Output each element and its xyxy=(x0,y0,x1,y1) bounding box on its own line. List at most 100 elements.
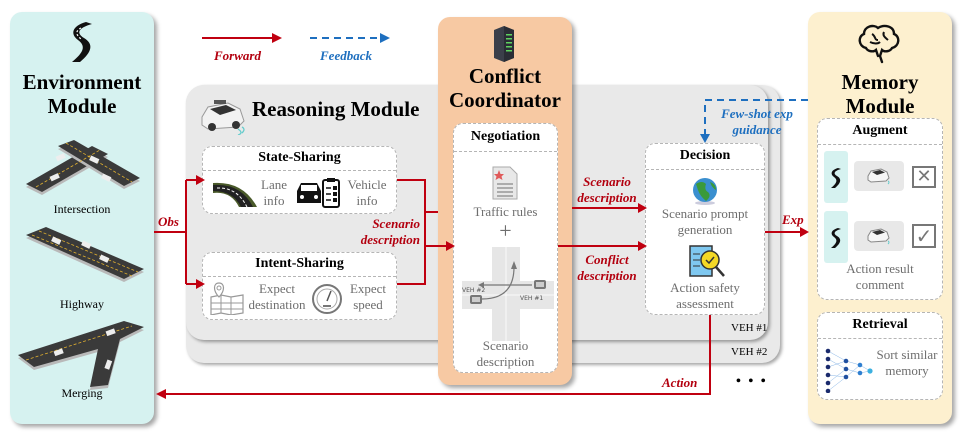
lane-road-icon xyxy=(213,182,257,208)
retrieval-card: Retrieval Sort similar memory xyxy=(817,312,943,400)
forward-legend-label: Forward xyxy=(214,48,261,63)
scenario-label-merging: Merging xyxy=(61,386,103,400)
title-line: Module xyxy=(47,94,117,119)
label-line: speed xyxy=(353,296,383,312)
label-line: Expect xyxy=(258,281,296,296)
title-line: Module xyxy=(845,94,915,119)
label-line: assessment xyxy=(676,295,734,311)
few-shot-guidance-label: Few-shot exp guidance xyxy=(712,106,802,137)
sort-similar-memory-label: Sort similar memory xyxy=(872,347,942,378)
autonomous-car-icon xyxy=(867,228,890,245)
obs-label: Obs xyxy=(158,214,179,229)
success-check-icon: ✓ xyxy=(912,224,936,248)
arrowhead xyxy=(156,389,166,399)
scenario-label-highway: Highway xyxy=(60,297,104,311)
label-line: description xyxy=(360,231,420,247)
memory-module-title: Memory Module xyxy=(808,70,952,118)
plus-sign: + xyxy=(499,218,512,243)
label-line: description xyxy=(476,353,535,369)
expect-speed-label: Expect speed xyxy=(343,281,393,312)
label-line: description xyxy=(577,189,637,205)
feedback-legend-label: Feedback xyxy=(320,48,372,63)
label-line: destination xyxy=(248,296,306,312)
server-icon xyxy=(494,26,514,62)
action-label: Action xyxy=(662,375,698,390)
action-result-comment-label: Action result comment xyxy=(818,261,942,292)
memory-module: Memory Module Augment ✕ xyxy=(808,12,952,424)
document-magnifier-icon xyxy=(689,245,725,277)
intent-sharing-card: Intent-Sharing Expect destination Expect… xyxy=(202,252,397,320)
decision-card: Decision Scenario prompt generation Acti… xyxy=(645,143,765,315)
exp-label: Exp xyxy=(782,212,804,227)
label-line: Scenario xyxy=(583,174,631,189)
fail-mark-icon: ✕ xyxy=(912,166,936,188)
merging-road-icon xyxy=(18,321,144,390)
brain-icon xyxy=(858,24,900,64)
label-line: Conflict xyxy=(585,252,629,267)
lane-info-label: Lane info xyxy=(259,177,289,208)
label-line: Scenario xyxy=(482,338,529,353)
conflict-coordinator-title: Conflict Coordinator xyxy=(438,64,572,112)
more-vehicles-ellipsis: • • • xyxy=(736,374,768,389)
winding-road-icon xyxy=(831,168,841,188)
title-line: Memory xyxy=(841,70,919,94)
label-line: Sort similar xyxy=(876,347,938,362)
action-safety-assessment-label: Action safety assessment xyxy=(646,280,764,311)
winding-road-icon xyxy=(72,22,92,62)
label-line: info xyxy=(263,192,285,208)
veh2-tag: VEH #2 xyxy=(731,346,768,358)
label-line: Scenario xyxy=(372,216,420,231)
decision-title: Decision xyxy=(646,144,764,170)
negotiation-title: Negotiation xyxy=(454,124,557,152)
augment-car-tile xyxy=(854,161,904,191)
label-line: comment xyxy=(855,276,905,292)
neural-network-icon xyxy=(825,348,873,393)
reasoning-module-title: Reasoning Module xyxy=(252,97,420,121)
augment-env-tile xyxy=(824,151,848,203)
negotiation-scenario-description-label: Scenario description xyxy=(454,338,557,369)
intent-sharing-title: Intent-Sharing xyxy=(203,253,396,277)
highway-road-icon xyxy=(26,227,144,282)
vehicle-info-label: Vehicle info xyxy=(341,177,393,208)
expect-destination-label: Expect destination xyxy=(243,281,311,312)
map-pin-icon xyxy=(210,282,244,315)
veh2-diagram-label: VEH #2 xyxy=(462,287,485,294)
label-line: Action result xyxy=(846,261,914,276)
autonomous-car-icon xyxy=(201,100,245,135)
label-line: Action safety xyxy=(670,280,740,295)
intersection-road-icon xyxy=(26,140,140,195)
label-line: Lane xyxy=(261,177,287,192)
veh1-diagram-label: VEH #1 xyxy=(520,295,543,302)
veh1-tag: VEH #1 xyxy=(731,322,768,334)
forward-legend-arrow xyxy=(202,33,282,43)
traffic-rules-label: Traffic rules xyxy=(473,204,538,219)
feedback-legend-arrow xyxy=(310,33,390,43)
scenario-label-intersection: Intersection xyxy=(53,202,111,216)
title-line: Coordinator xyxy=(449,88,561,113)
title-line: Environment xyxy=(22,70,142,94)
scenario-description-to-decision-label: Scenario description xyxy=(570,174,644,205)
scenario-description-label: Scenario description xyxy=(348,216,420,247)
augment-env-tile xyxy=(824,211,848,263)
augment-car-tile xyxy=(854,221,904,251)
label-line: Scenario prompt xyxy=(661,206,749,221)
intersection-conflict-diagram: VEH #2 VEH #1 xyxy=(462,247,554,341)
winding-road-icon xyxy=(831,228,841,248)
speedometer-icon xyxy=(312,284,342,314)
state-sharing-card: State-Sharing Lane info Vehicle info xyxy=(202,146,397,214)
label-line: memory xyxy=(885,362,929,378)
label-line: guidance xyxy=(732,121,782,137)
scenario-prompt-generation-label: Scenario prompt generation xyxy=(646,206,764,237)
label-line: generation xyxy=(677,221,733,237)
augment-card: Augment ✕ ✓ xyxy=(817,118,943,300)
title-line: Conflict xyxy=(468,64,542,88)
label-line: Vehicle xyxy=(347,177,387,192)
retrieval-title: Retrieval xyxy=(818,313,942,339)
globe-icon xyxy=(693,178,717,205)
autonomous-car-icon xyxy=(867,168,890,185)
vehicle-checklist-icon xyxy=(297,178,340,208)
label-line: Expect xyxy=(349,281,387,296)
label-line: Few-shot exp xyxy=(721,106,793,121)
negotiation-card: Negotiation Traffic rules + VEH #2 VEH #… xyxy=(453,123,558,373)
label-line: info xyxy=(356,192,378,208)
